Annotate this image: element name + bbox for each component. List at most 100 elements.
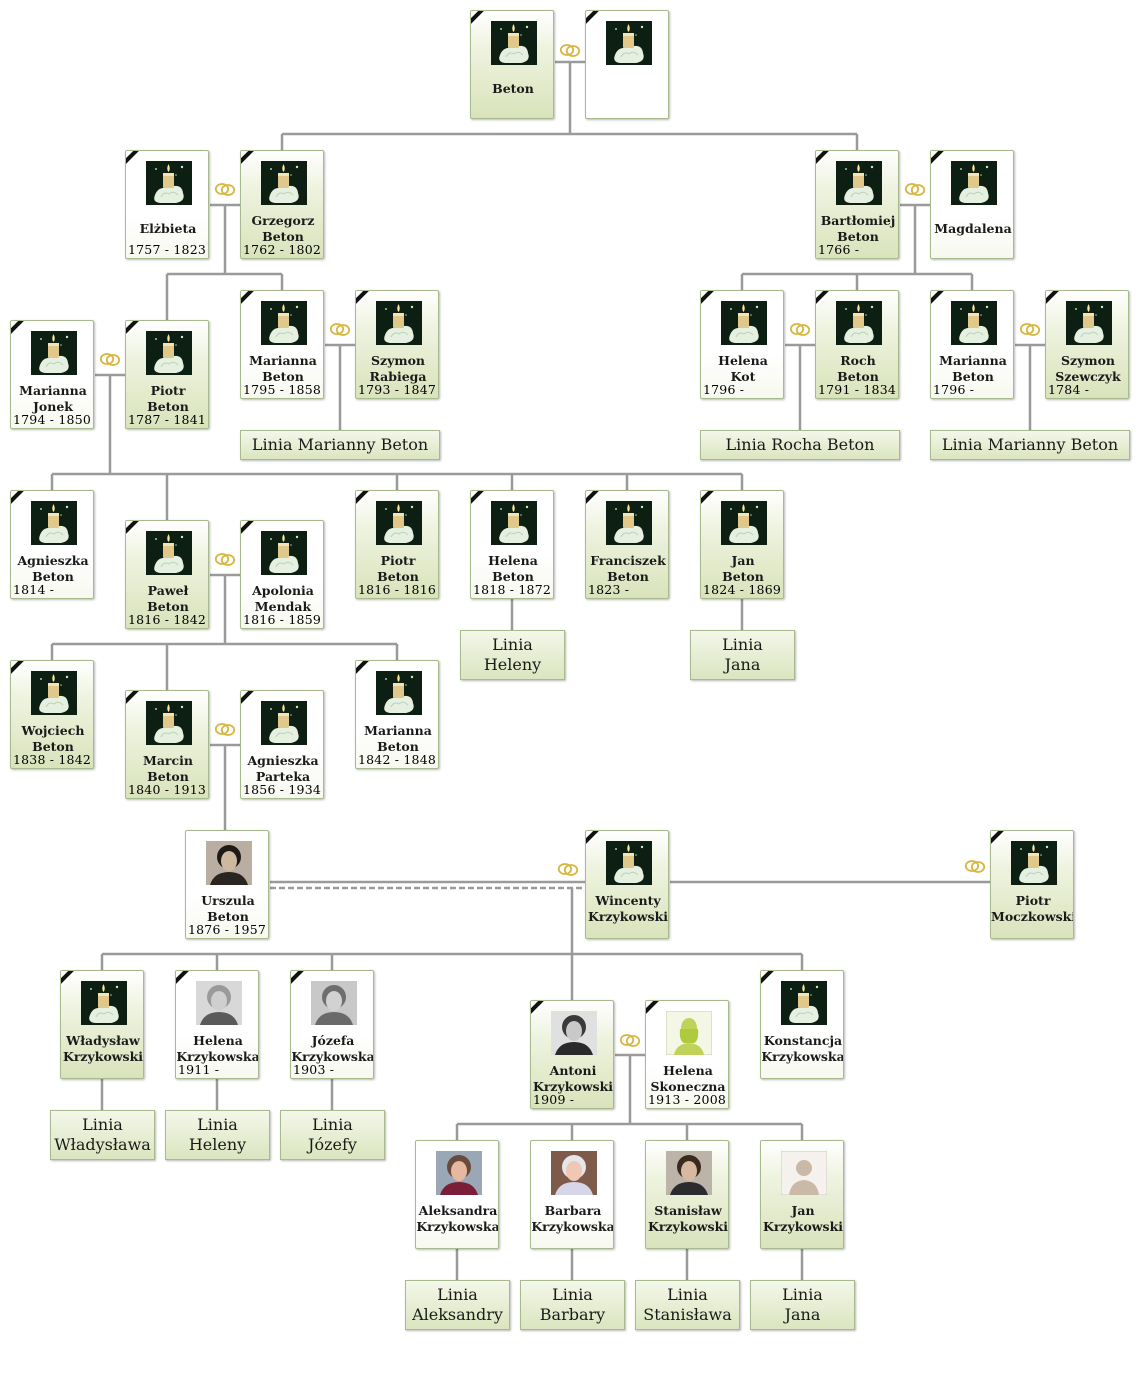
person-last-name: Skoneczna: [650, 1079, 726, 1094]
person-photo: [206, 841, 252, 885]
person-photo: [311, 981, 357, 1025]
person-first-name: Franciszek: [590, 553, 666, 568]
lineage-label-second: Jana: [724, 655, 761, 674]
candle-photo-icon: [951, 161, 997, 205]
person-card[interactable]: [585, 10, 669, 119]
mourning-ribbon-icon: [701, 291, 719, 309]
person-dates: 1816 - 1816: [358, 582, 436, 597]
mourning-ribbon-icon: [241, 521, 259, 539]
person-last-name: Beton: [32, 569, 74, 584]
lineage-label-second: Józefy: [308, 1135, 357, 1154]
person-card[interactable]: Beton: [470, 10, 554, 119]
person-dates: 1791 - 1834: [818, 382, 896, 397]
mourning-ribbon-icon: [126, 151, 144, 169]
candle-photo-icon: [376, 301, 422, 345]
lineage-label-second: Heleny: [483, 655, 542, 674]
lineage-link-button[interactable]: Linia Rocha Beton: [700, 430, 900, 460]
person-last-name: Krzykowski: [532, 1079, 614, 1094]
lineage-link-button[interactable]: Linia Marianny Beton: [930, 430, 1130, 460]
person-dates: 1876 - 1957: [188, 922, 266, 937]
lineage-label: Linia Marianny Beton: [251, 435, 429, 454]
lineage-label: Linia: [552, 1285, 593, 1304]
person-first-name: Piotr: [150, 383, 186, 398]
person-last-name: Beton: [377, 569, 419, 584]
lineage-link-button[interactable]: Linia Marianny Beton: [240, 430, 440, 460]
person-first-name: Helena: [718, 353, 768, 368]
person-last-name: Moczkowski: [991, 909, 1074, 924]
person-dates: 1796 -: [933, 382, 975, 397]
person-last-name: Krzykowska: [416, 1219, 499, 1234]
mourning-ribbon-icon: [61, 971, 79, 989]
lineage-label-second: Heleny: [188, 1135, 247, 1154]
person-dates: 1838 - 1842: [13, 752, 91, 767]
person-first-name: Marianna: [364, 723, 432, 738]
person-photo: [666, 1151, 712, 1195]
person-dates: 1823 -: [588, 582, 630, 597]
wedding-rings-icon: [1018, 321, 1042, 337]
person-dates: 1903 -: [293, 1062, 335, 1077]
mourning-ribbon-icon: [761, 971, 779, 989]
candle-photo-icon: [721, 301, 767, 345]
mourning-ribbon-icon: [471, 491, 489, 509]
person-photo: [551, 1011, 597, 1055]
mourning-ribbon-icon: [11, 321, 29, 339]
candle-photo-icon: [606, 21, 652, 65]
person-last-name: Beton: [377, 739, 419, 754]
person-dates: 1757 - 1823: [128, 242, 206, 257]
candle-photo-icon: [836, 161, 882, 205]
wedding-rings-icon: [328, 321, 352, 337]
mourning-ribbon-icon: [291, 971, 309, 989]
person-card[interactable]: Magdalena: [930, 150, 1014, 259]
lineage-label-second: Barbary: [539, 1305, 606, 1324]
person-last-name: Beton: [147, 399, 189, 414]
mourning-ribbon-icon: [241, 691, 259, 709]
person-last-name: Beton: [147, 769, 189, 784]
person-first-name: Jan: [791, 1203, 815, 1218]
wedding-rings-icon: [213, 181, 237, 197]
